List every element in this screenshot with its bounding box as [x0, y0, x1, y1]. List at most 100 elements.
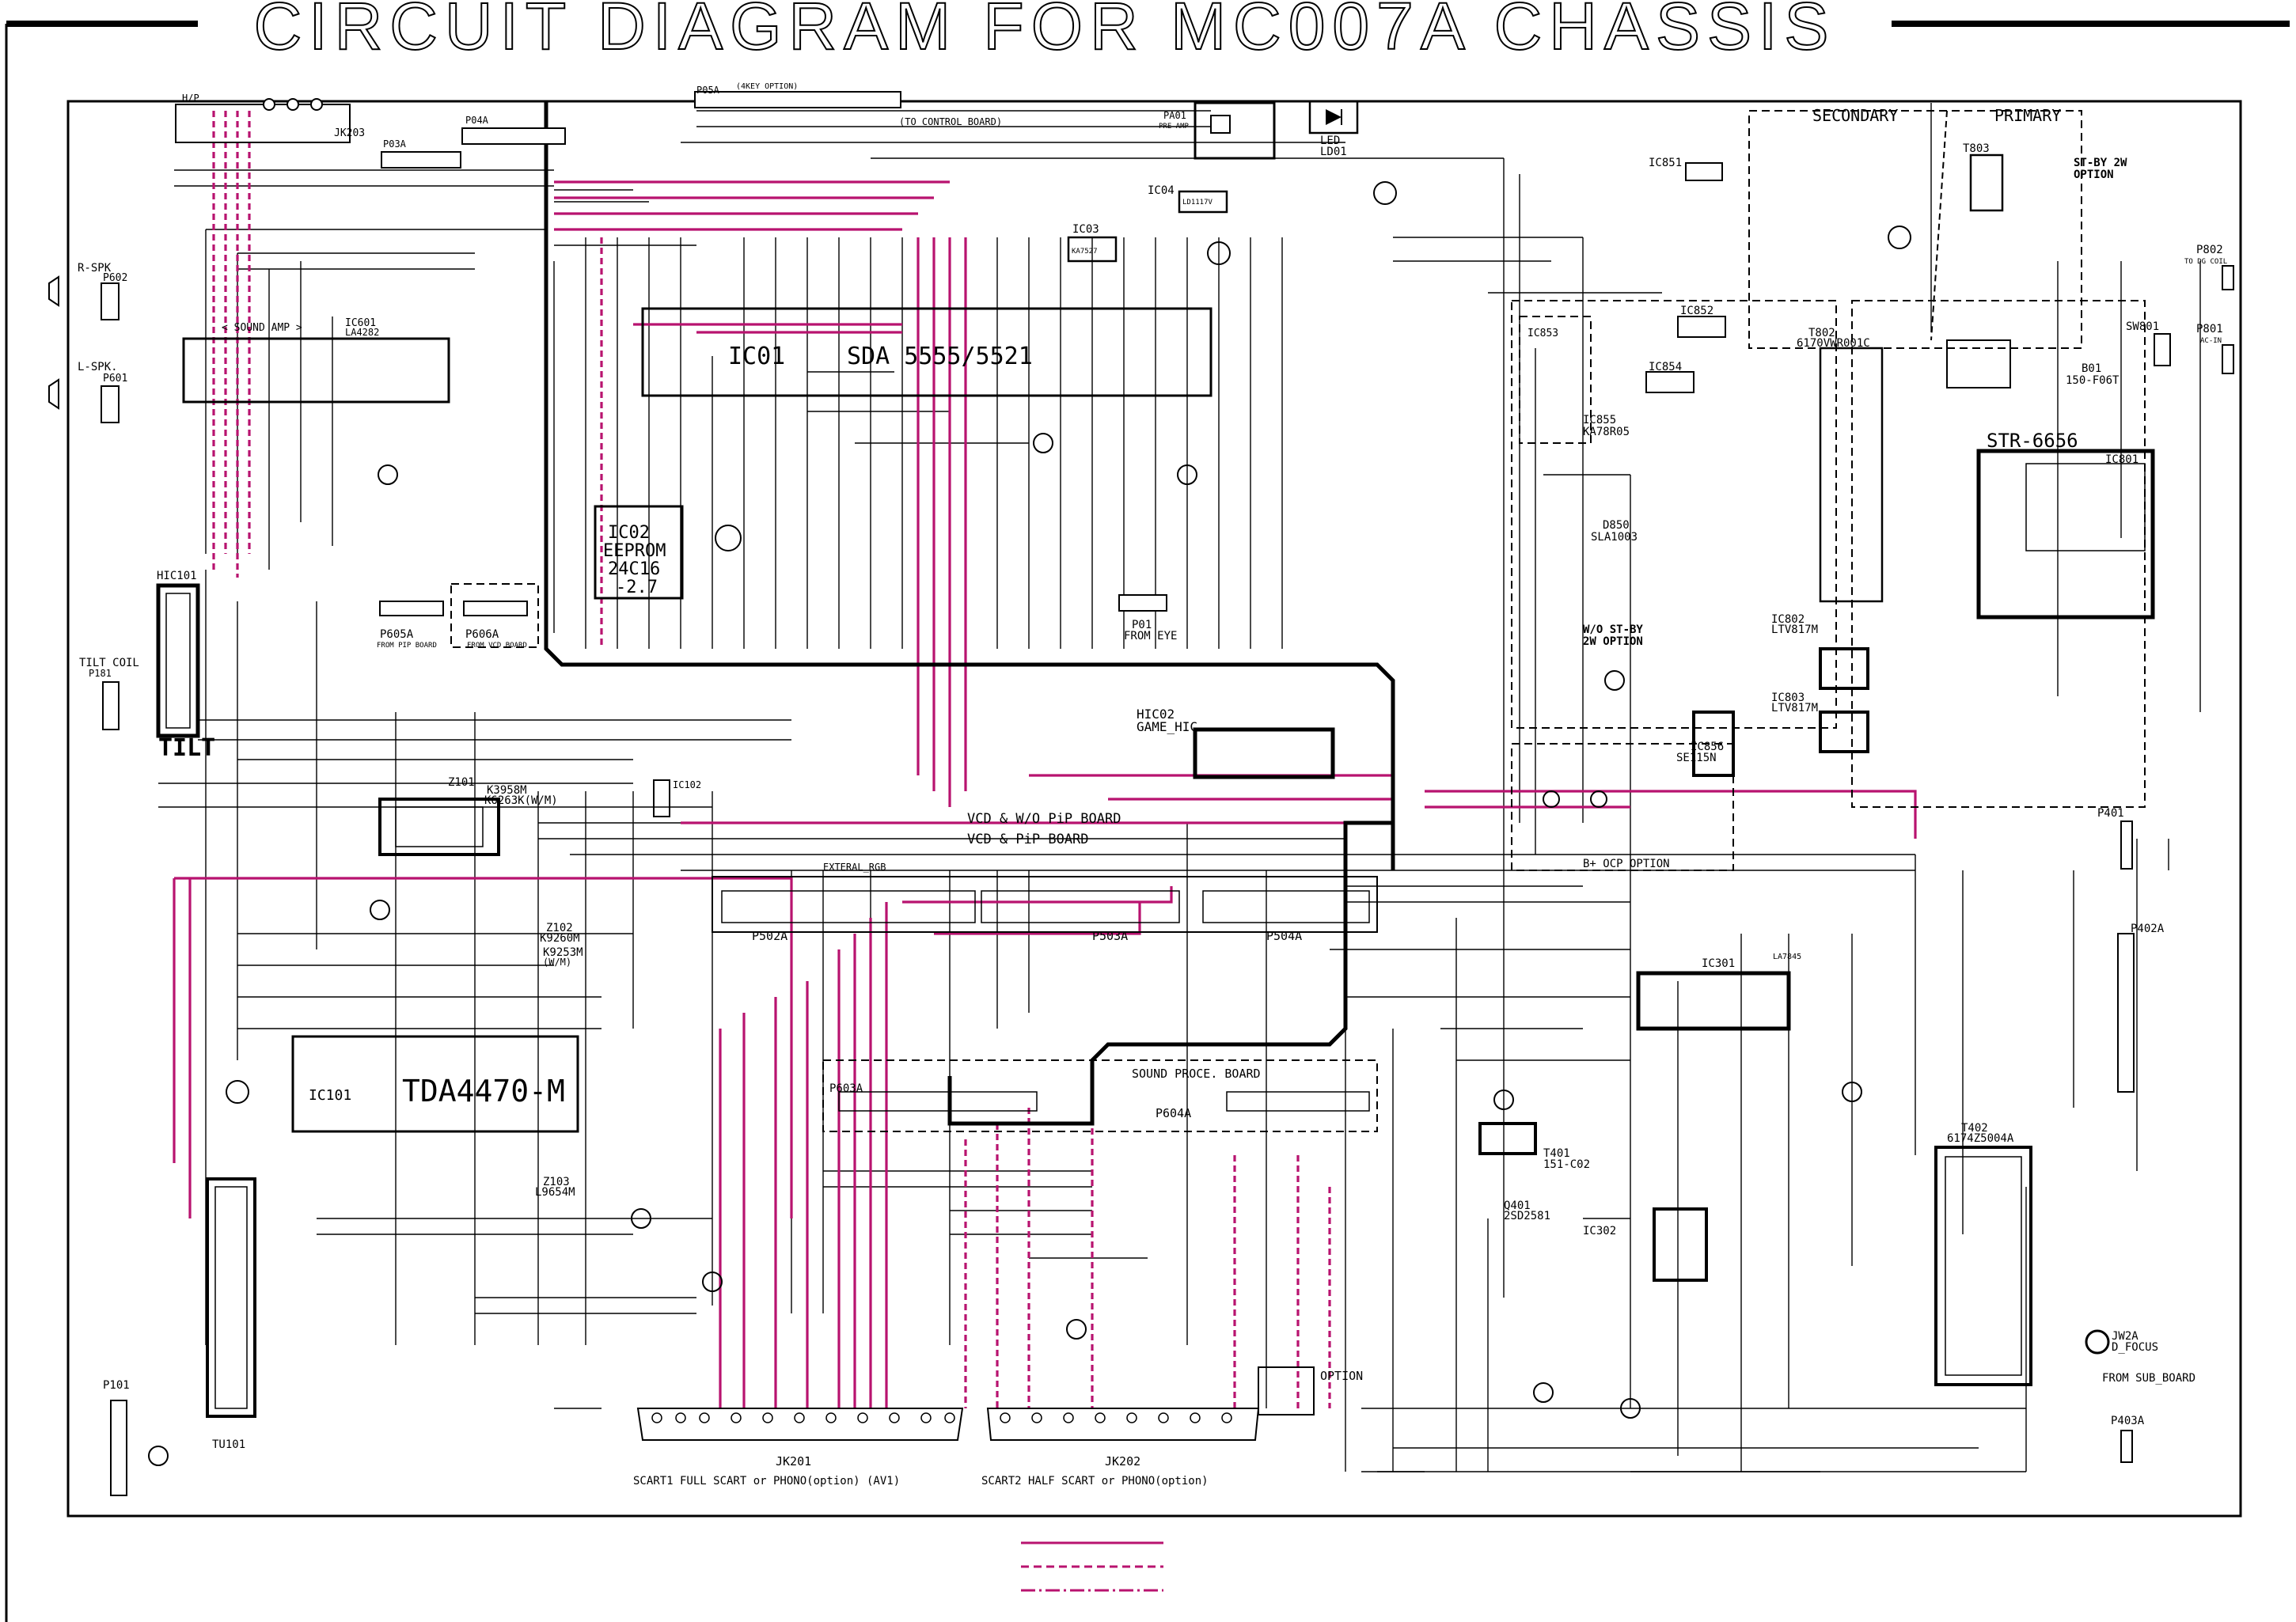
scart1-label: SCART1 FULL SCART or PHONO(option) (AV1) [633, 1475, 900, 1487]
z102-part: K9260M [540, 932, 580, 945]
jk202-label: JK202 [1105, 1454, 1140, 1469]
sound-proce-label: SOUND PROCE. BOARD [1132, 1067, 1261, 1081]
pa01-label: PA01 [1163, 110, 1186, 121]
signal-wires [173, 111, 1917, 1408]
t401-part: 151-C02 [1543, 1158, 1590, 1171]
pa01-connector: PA01 PRE-AMP [1159, 101, 1276, 160]
z101-label: Z101 [448, 776, 475, 789]
p604a-label: P604A [1156, 1106, 1191, 1120]
stby-label: ST-BY 2W [2074, 157, 2127, 169]
jack-v-icon [310, 98, 323, 111]
sound-amp-label: < SOUND AMP > [222, 322, 302, 334]
hic101-tilt: HIC101 TILT COIL P181 TILT [79, 570, 215, 762]
d850-part: SLA1003 [1591, 531, 1638, 544]
p802-note: TO DG COIL [2184, 258, 2227, 266]
deflection-section: IC301 LA7845 IC302 T401 151-C02 Q401 2SD… [1478, 953, 2032, 1386]
vcd-pip-label: VCD & PiP BOARD [967, 832, 1089, 847]
p606a-label: P606A [465, 628, 499, 641]
secondary-primary-box [1748, 110, 2082, 349]
primary-label: PRIMARY [1994, 106, 2061, 125]
line-legend [1021, 1541, 1163, 1592]
primary-box [1851, 300, 2146, 808]
ic853-label: IC853 [1528, 328, 1558, 339]
ic01-label: IC01 [728, 343, 785, 370]
wo-stby-option-label: 2W OPTION [1583, 635, 1643, 648]
sw801-label: SW801 [2126, 320, 2159, 333]
sound-proce-board: SOUND PROCE. BOARD P603A P604A [829, 1067, 1370, 1120]
p502a-label: P502A [752, 929, 787, 943]
tu101-label: TU101 [212, 1438, 245, 1451]
focus-connector-icon [2085, 1329, 2110, 1355]
led-ld01: LED LD01 [1308, 100, 1359, 158]
ic301-label: IC301 [1702, 957, 1735, 970]
q401-label: Q401 [1504, 1199, 1531, 1212]
ic01-part: SDA 5555/5521 [847, 343, 1033, 370]
d-focus-label: D_FOCUS [2112, 1341, 2158, 1354]
z101-part: K3958M [487, 784, 527, 797]
hic02-label: HIC02 [1137, 707, 1175, 722]
p601-label: P601 [103, 373, 127, 385]
vcd-boards: VCD & W/O PiP BOARD VCD & PiP BOARD EXTE… [712, 811, 1378, 943]
led-label: LED [1320, 135, 1340, 147]
scart-connectors: JK201 JK202 SCART1 FULL SCART or PHONO(o… [633, 1366, 1363, 1487]
p801-note: AC-IN [2200, 337, 2222, 345]
z101-sub: K6263K(W/M) [484, 794, 558, 807]
option-label: OPTION [1320, 1369, 1363, 1383]
ic02-sub: -2.7 [616, 578, 658, 597]
ic301-part: LA7845 [1773, 953, 1801, 961]
vcd-wo-pip-label: VCD & W/O PiP BOARD [967, 811, 1121, 827]
rspk-label: R-SPK [78, 262, 112, 275]
p04a-label: P04A [465, 115, 489, 126]
z103-part: L9654M [535, 1186, 575, 1199]
jack-l-icon [287, 98, 299, 111]
p04a-connector: P04A [461, 115, 566, 145]
scart2-label: SCART2 HALF SCART or PHONO(option) [981, 1475, 1209, 1487]
p402a-label: P402A [2131, 923, 2165, 935]
jw2a-label: JW2A [2112, 1330, 2139, 1343]
p101-label: P101 [103, 1379, 130, 1392]
right-connectors: P401 P402A JW2A D_FOCUS FROM SUB_BOARD P… [2085, 807, 2195, 1463]
z103-label: Z103 [543, 1176, 570, 1188]
z102-label: Z102 [546, 922, 573, 934]
tilt-label: TILT [158, 734, 215, 762]
ic801-label: IC801 [2105, 453, 2139, 466]
ic802-part: LTV817M [1771, 623, 1818, 636]
z102-sub: K9253M [543, 946, 583, 959]
tilt-coil-label: TILT COIL [79, 657, 139, 669]
speaker-r-icon [48, 275, 59, 307]
pa01-note: PRE-AMP [1159, 123, 1190, 131]
p01-label: P01 [1132, 619, 1152, 631]
p503a-label: P503A [1092, 929, 1128, 943]
t401-label: T401 [1543, 1147, 1570, 1160]
d850-label: D850 [1603, 519, 1630, 532]
p05a-label: P05A [696, 85, 720, 96]
speakers: R-SPK P602 L-SPK. P601 [48, 262, 127, 423]
p605a-label: P605A [380, 628, 414, 641]
jk203-label: JK203 [334, 127, 365, 139]
b01-label: B01 [2082, 362, 2101, 375]
schematic-title: CIRCUIT DIAGRAM FOR MC007A CHASSIS [254, 0, 1836, 63]
ic302-label: IC302 [1583, 1225, 1616, 1237]
ic851-label: IC851 [1649, 157, 1682, 169]
ic03-part: KA7527 [1072, 248, 1098, 256]
to-control-board-label: (TO CONTROL BOARD) [899, 116, 1002, 127]
ic856-part: SE115N [1676, 752, 1717, 764]
hic101-label: HIC101 [157, 570, 197, 582]
ic03-ic04: IC03 KA7527 IC04 LD1117V [1067, 184, 1228, 263]
jk203-connector: H/P JK203 [175, 93, 365, 143]
ic802-label: IC802 [1771, 613, 1805, 626]
dashed-boxes [450, 110, 2146, 1132]
ic04-part: LD1117V [1182, 199, 1213, 207]
lspk-label: L-SPK. [78, 361, 118, 373]
tuner: TU101 P101 [103, 1177, 256, 1496]
p602-label: P602 [103, 272, 127, 284]
ic02-num: 24C16 [608, 559, 660, 579]
p605a-note: FROM PIP BOARD [377, 642, 437, 650]
external-rgb-label: EXTERAL_RGB [823, 862, 886, 873]
ic01-microcontroller: IC01 SDA 5555/5521 [641, 307, 1213, 397]
ic856-label: IC856 [1691, 741, 1724, 753]
p606a-box [450, 583, 539, 648]
p03a-connector: P03A [381, 138, 461, 169]
ic03-label: IC03 [1072, 223, 1099, 236]
